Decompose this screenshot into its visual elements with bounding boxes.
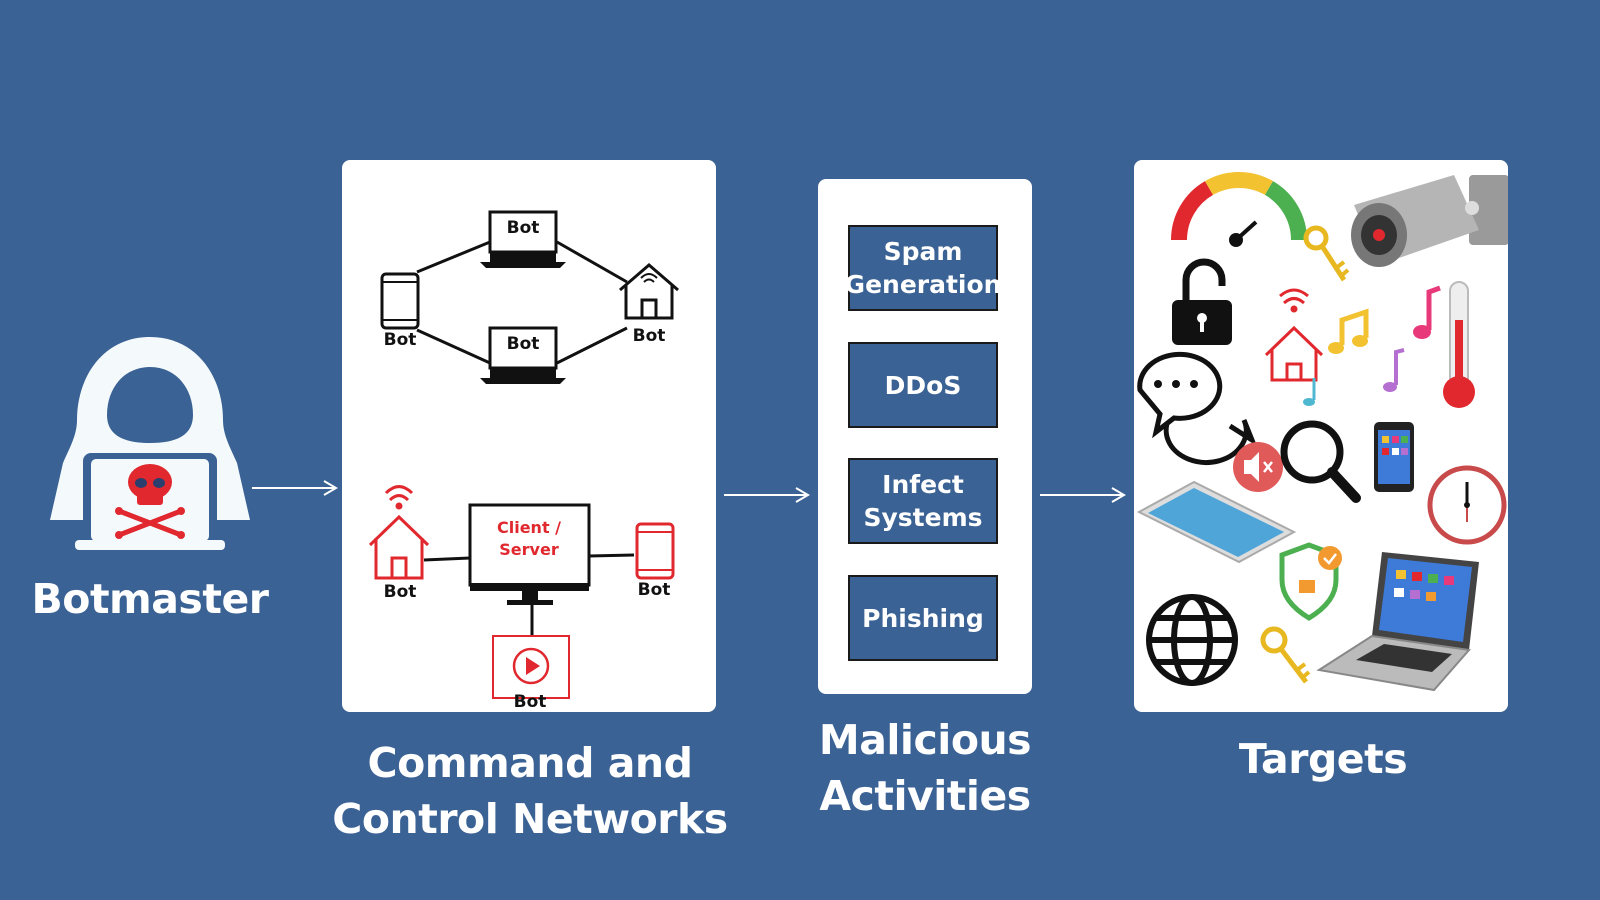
security-camera-icon <box>1351 175 1508 267</box>
botmaster-label: Botmaster <box>31 575 269 623</box>
key-icon <box>1303 225 1350 282</box>
targets-panel <box>1134 160 1508 712</box>
bot-label: Bot <box>513 692 547 712</box>
shield-icon <box>1279 542 1342 621</box>
bot-label: Bot <box>506 334 540 354</box>
key-icon <box>1260 626 1311 684</box>
activity-ddos: DDoS <box>848 342 998 428</box>
monitor-icon <box>468 503 591 605</box>
thermometer-icon <box>1443 281 1475 408</box>
malicious-title-line: Activities <box>819 772 1031 820</box>
bot-label: Bot <box>506 218 540 238</box>
malicious-title: Malicious Activities <box>790 712 1060 824</box>
padlock-icon <box>1172 258 1232 345</box>
tablet-icon <box>380 272 420 330</box>
server-label: Client / <box>497 518 561 537</box>
laptop-icon <box>480 326 566 384</box>
wifi-home-icon <box>619 263 679 320</box>
mute-icon <box>1233 442 1283 492</box>
client-server-diagram: Client / Server <box>368 485 675 699</box>
arrow-icon <box>724 487 810 503</box>
globe-icon <box>1146 594 1238 686</box>
bot-label: Bot <box>637 580 671 600</box>
bot-label: Bot <box>632 326 666 346</box>
c2-panel: Bot Bot Bot Bot Client / Server <box>342 160 716 712</box>
magnifier-icon <box>1280 420 1361 503</box>
p2p-network-diagram <box>380 210 679 384</box>
targets-title: Targets <box>1238 735 1408 783</box>
c2-title-line: Command and <box>367 739 693 787</box>
arrow-icon <box>1040 487 1126 503</box>
music-notes-icon <box>1303 285 1441 406</box>
video-player-icon <box>492 635 570 699</box>
activity-infect: Infect Systems <box>848 458 998 544</box>
tablet-icon <box>1136 480 1297 564</box>
chat-bubbles-icon <box>1137 351 1258 465</box>
wifi-home-icon <box>1264 288 1324 382</box>
activity-spam: Spam Generation <box>845 225 1001 311</box>
activity-phishing: Phishing <box>848 575 998 661</box>
laptop-icon <box>1316 552 1479 692</box>
server-label: Server <box>499 540 559 559</box>
bot-label: Bot <box>383 330 417 350</box>
bot-label: Bot <box>383 582 417 602</box>
c2-title: Command and Control Networks <box>300 735 760 847</box>
hacker-icon <box>50 337 250 550</box>
smartphone-icon <box>1374 422 1414 492</box>
gauge-icon <box>1170 171 1308 247</box>
tablet-icon <box>635 522 675 580</box>
targets-collage <box>1136 171 1508 692</box>
arrow-icon <box>252 480 338 496</box>
laptop-icon <box>480 210 566 268</box>
wifi-home-icon <box>368 485 430 580</box>
malicious-title-line: Malicious <box>818 716 1032 764</box>
c2-title-line: Control Networks <box>332 795 728 843</box>
clock-icon <box>1427 465 1507 545</box>
malicious-panel: Spam Generation DDoS Infect Systems Phis… <box>818 179 1032 694</box>
